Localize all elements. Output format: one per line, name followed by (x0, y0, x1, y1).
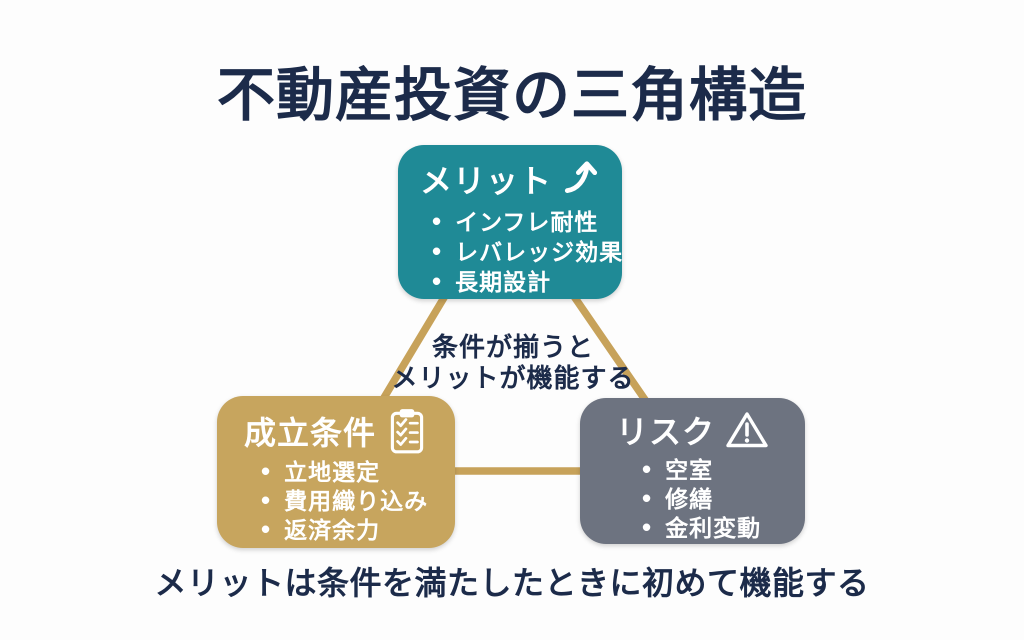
merit-box-header: メリット (398, 157, 622, 201)
risk-box: リスク 空室 修繕 金利変動 (580, 398, 805, 544)
bullet-item: 立地選定 (261, 458, 455, 487)
condition-box-title: 成立条件 (243, 415, 376, 451)
condition-bullet-list: 立地選定 費用織り込み 返済余力 (261, 458, 455, 545)
bullet-item: インフレ耐性 (432, 207, 622, 237)
bullet-item: 金利変動 (642, 514, 805, 543)
triangle-connector-lines (336, 192, 698, 475)
center-annotation: 条件が揃うと メリットが機能する (313, 332, 713, 394)
merit-box-title: メリット (419, 163, 552, 199)
bullet-item: 費用織り込み (261, 487, 455, 516)
bullet-item: 返済余力 (261, 516, 455, 545)
merit-bullet-list: インフレ耐性 レバレッジ効果 長期設計 (432, 207, 622, 297)
merit-box: メリット インフレ耐性 レバレッジ効果 長期設計 (398, 145, 622, 299)
center-annotation-line1: 条件が揃うと (431, 332, 594, 362)
warning-triangle-icon (725, 410, 769, 450)
center-annotation-line2: メリットが機能する (391, 363, 635, 393)
bullet-item: 長期設計 (432, 267, 622, 297)
checklist-clipboard-icon (386, 407, 428, 455)
bullet-item: レバレッジ効果 (432, 237, 622, 267)
risk-bullet-list: 空室 修繕 金利変動 (642, 456, 805, 543)
risk-box-header: リスク (580, 406, 805, 454)
footer-annotation: メリットは条件を満たしたときに初めて機能する (154, 565, 870, 601)
risk-box-title: リスク (615, 414, 715, 450)
page-title: 不動産投資の三角構造 (216, 63, 807, 128)
bullet-item: 修繕 (642, 485, 805, 514)
condition-box: 成立条件 立地選定 費用織り込み 返済余力 (217, 396, 455, 548)
condition-box-header: 成立条件 (217, 406, 455, 456)
trending-up-icon (562, 160, 600, 198)
bullet-item: 空室 (642, 456, 805, 485)
